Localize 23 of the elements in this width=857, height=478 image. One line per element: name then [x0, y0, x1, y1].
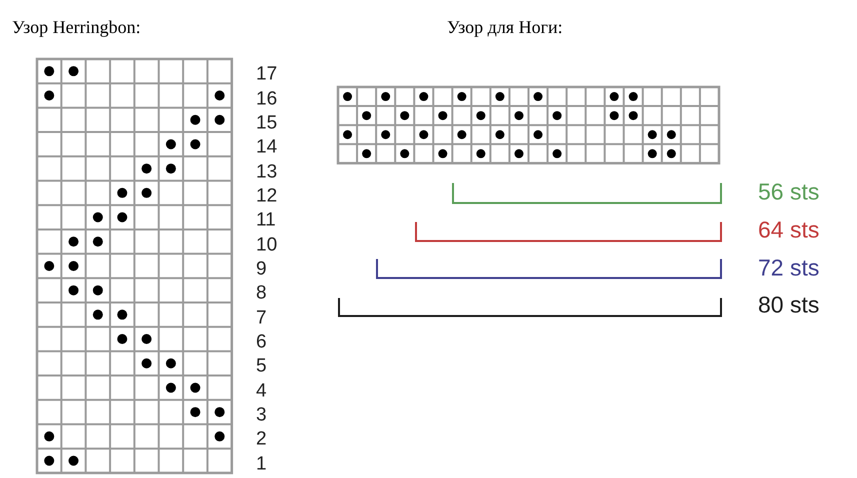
row-number: 3: [256, 406, 267, 425]
row-number: 12: [256, 186, 278, 206]
row-number: 1: [256, 454, 267, 474]
row-number: 7: [256, 308, 267, 328]
stitch-count-label: 56 sts: [758, 180, 820, 204]
chart-heading: Узор Herringbon:: [12, 16, 141, 39]
row-number: 6: [256, 332, 267, 352]
row-number: 4: [256, 381, 267, 400]
row-number: 5: [256, 356, 267, 376]
row-number: 2: [256, 430, 267, 449]
row-number: 10: [256, 235, 278, 254]
row-number: 13: [256, 162, 278, 182]
stitch-count-label: 64 sts: [758, 218, 820, 242]
row-number: 16: [256, 89, 278, 108]
row-number: 11: [256, 210, 276, 230]
row-number: 17: [256, 64, 278, 84]
stitch-count-label: 80 sts: [758, 294, 820, 316]
chart-heading: Узор для Ноги:: [447, 16, 563, 39]
row-number: 14: [256, 138, 278, 157]
row-number: 8: [256, 284, 267, 303]
stitch-count-label: 72 sts: [758, 256, 820, 280]
row-number: 9: [256, 259, 267, 278]
row-number: 15: [256, 113, 278, 132]
